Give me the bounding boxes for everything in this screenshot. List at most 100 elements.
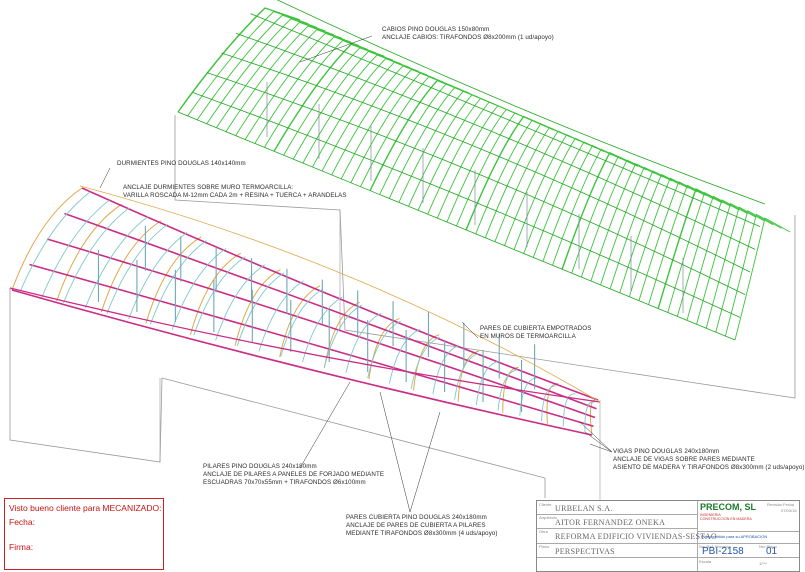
upper-roof-building: [174, 0, 796, 399]
arquitecto-value: AITOR FERNANDEZ ONEKA: [555, 518, 666, 527]
pares-emp-line-2: EN MUROS DE TERMOARCILLA: [480, 333, 576, 341]
fecha-label: Fecha: [783, 502, 795, 507]
purlin: [206, 72, 746, 296]
rafter: [360, 76, 461, 187]
roof-pair: [56, 203, 122, 302]
leader-vigas-2: [584, 431, 613, 453]
anclaje-durm-line-2: VARILLA ROSCADA M-12mm CADA 2m + RESINA …: [123, 192, 347, 200]
leader-pares-emp: [461, 321, 479, 339]
roof-pair: [502, 366, 519, 413]
beam: [64, 212, 597, 410]
rafter: [705, 206, 765, 329]
cyan-rafter: [562, 393, 576, 427]
pares-cubierta-annotation: PARES CUBIERTA PINO DOUGLAS 240x180mm AN…: [346, 514, 498, 539]
plano-label: Plano: [539, 544, 550, 549]
cyan-rafter: [410, 336, 440, 390]
rafter: [580, 159, 656, 278]
rafter: [225, 25, 343, 132]
rafter: [667, 192, 732, 313]
vigas-line-1: VIGAS PINO DOUGLAS 240x180mm: [613, 448, 720, 455]
rafter: [600, 166, 672, 286]
rafter: [696, 202, 757, 325]
leader-pilares: [299, 381, 351, 469]
cyan-rafter: [475, 361, 499, 406]
cyan-rafter: [258, 280, 304, 352]
leader-lines: [99, 35, 613, 513]
cyan-rafter: [388, 328, 421, 384]
rafter: [216, 21, 334, 128]
approval-firma-label: Firma:: [9, 542, 34, 552]
rafter: [686, 199, 748, 321]
rafter: [657, 188, 723, 309]
cyan-rafter: [367, 320, 401, 379]
purlin: [235, 32, 756, 250]
pares-emp-line-1: PARES DE CUBIERTA EMPOTRADOS: [480, 325, 592, 332]
rafter: [619, 173, 689, 293]
rafter: [206, 18, 326, 125]
rafter: [273, 43, 385, 152]
rafter: [321, 61, 427, 172]
rafter: [734, 217, 791, 341]
eave-beam: [9, 287, 601, 403]
pares-line-3: MEDIANTE TIRAFONDOS Ø8x300mm (4 uds/apoy…: [346, 530, 498, 538]
rafter: [628, 177, 698, 297]
rafter: [350, 72, 453, 183]
roof-pair: [368, 317, 400, 380]
upper-rafters-group: [177, 0, 791, 341]
arquitecto-label: Arquitecto: [539, 515, 558, 520]
vigas-line-3: ASIENTO DE MADERA Y TIRAFONDOS Ø8x300mm …: [613, 464, 805, 472]
roof-pair: [100, 220, 162, 313]
pilares-line-1: PILARES PINO DOUGLAS 240x180mm: [203, 463, 317, 470]
vigas-line-2: ANCLAJE DE VIGAS SOBRE PARES MEDIANTE: [613, 456, 755, 464]
pares-empotrados-annotation: PARES DE CUBIERTA EMPOTRADOS EN MUROS DE…: [480, 325, 591, 341]
rafter: [542, 145, 622, 262]
roof-pair: [234, 269, 281, 346]
anclaje-durmientes-annotation: ANCLAJE DURMIENTES SOBRE MURO TERMOARCIL…: [123, 184, 347, 200]
purlin: [221, 52, 751, 273]
cliente-label: Cliente: [539, 502, 552, 507]
cyan-rafter: [106, 223, 168, 314]
purlin: [250, 13, 761, 228]
cyan-rafter: [497, 369, 518, 411]
cyan-rafter: [432, 345, 460, 395]
rafter: [254, 36, 368, 144]
rafter: [235, 29, 351, 136]
rafter: [177, 7, 301, 113]
company-sub-1: INGENIERIA: [700, 513, 721, 517]
title-block: Cliente URBELAN S.A. Arquitecto AITOR FE…: [536, 500, 800, 572]
cabios-annotation: CABIOS PINO DOUGLAS 150x80mm ANCLAJE CAB…: [382, 26, 554, 42]
rafter: [552, 148, 630, 266]
ridge-line: [79, 185, 601, 403]
lower-frame-group: [9, 185, 601, 436]
lower-wall-outline: [9, 288, 546, 498]
nro-plano-value: 01: [766, 546, 778, 557]
rafter: [609, 170, 681, 290]
cyan-rafter: [84, 215, 149, 309]
ref-label: Nro Ref. Proyecto: [699, 544, 731, 549]
approval-fecha-label: Fecha:: [9, 517, 35, 527]
rafter: [638, 181, 706, 301]
ref-value: PBI-2158: [702, 546, 744, 557]
rafter: [187, 11, 309, 117]
company-subtitle: INGENIERIA CONSTRUCCION EN MADERA: [700, 513, 752, 521]
rafter: [590, 163, 664, 282]
cyan-rafter: [345, 312, 382, 373]
escala-label: Escala: [699, 559, 712, 564]
upper-wall-outline: [174, 115, 796, 399]
rafter: [715, 210, 774, 333]
rafter: [292, 50, 402, 160]
purlin: [177, 111, 736, 341]
pilares-annotation: PILARES PINO DOUGLAS 240x180mm ANCLAJE D…: [203, 463, 384, 488]
durmientes-annotation: DURMIENTES PINO DOUGLAS 140x140mm: [117, 160, 246, 167]
cyan-rafter: [128, 232, 188, 320]
status-text: Plano emitido para su APROBACION: [701, 534, 768, 539]
rafter: [244, 32, 360, 140]
fecha-value: 07/03/16: [781, 508, 797, 513]
leader-durmientes: [99, 167, 111, 189]
escala-value: 1/***: [759, 561, 768, 566]
lower-roof-building: [9, 185, 601, 500]
leader-cabios: [299, 35, 373, 63]
obra-label: Obra: [539, 529, 548, 534]
cyan-rafter: [280, 288, 324, 357]
